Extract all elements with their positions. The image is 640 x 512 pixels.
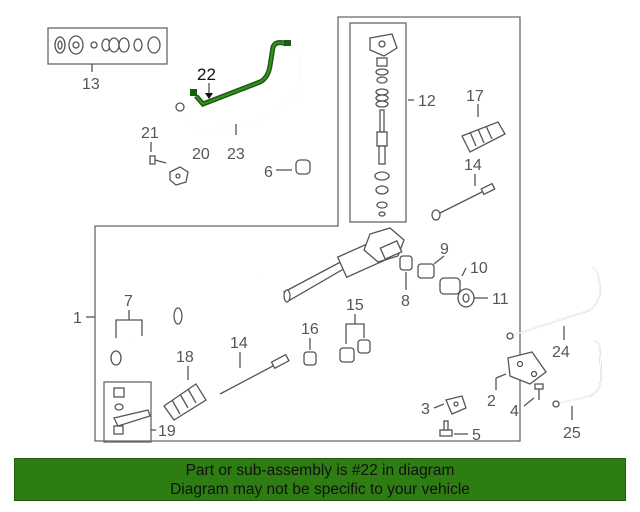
callout-label-14-upper: 14 <box>464 157 482 174</box>
tie-rod-end-19 <box>113 387 151 435</box>
bolt-4 <box>534 383 544 400</box>
main-assembly-frame <box>94 16 521 442</box>
dust-cap-6 <box>295 159 311 175</box>
callout-label-4: 4 <box>510 403 519 420</box>
ring-11 <box>457 288 475 308</box>
callout-label-21: 21 <box>141 125 159 142</box>
bushing-9 <box>417 263 435 279</box>
rack-7 <box>110 271 260 366</box>
callout-label-6: 6 <box>264 164 273 181</box>
callout-label-14-lower: 14 <box>230 335 248 352</box>
inset-frame-19 <box>103 381 152 443</box>
valve-assembly-12 <box>369 33 398 217</box>
callout-label-11: 11 <box>492 291 509 308</box>
hose-25 <box>552 340 602 408</box>
callout-label-17: 17 <box>466 88 484 105</box>
callout-label-24: 24 <box>552 344 570 361</box>
boot-17 <box>461 121 506 153</box>
callout-label-8: 8 <box>401 293 410 310</box>
bushing-8 <box>399 255 413 271</box>
notice-line-part: Part or sub-assembly is #22 in diagram <box>185 462 455 479</box>
callout-label-9: 9 <box>440 241 449 258</box>
pressure-pipe-23 <box>175 47 301 133</box>
bushing-10 <box>439 277 461 295</box>
clamp-3 <box>445 395 467 415</box>
bolt-5 <box>439 420 453 437</box>
callout-label-7: 7 <box>124 293 133 310</box>
callout-label-1: 1 <box>73 310 82 327</box>
tie-rod-14-upper <box>431 182 496 221</box>
inset-frame-12 <box>349 22 407 223</box>
callout-label-19: 19 <box>158 423 176 440</box>
bracket-2 <box>507 351 547 385</box>
callout-label-22-highlighted: 22 <box>197 65 216 84</box>
boot-18 <box>163 383 207 421</box>
callout-label-23: 23 <box>227 146 245 163</box>
callout-label-20: 20 <box>192 146 210 163</box>
callout-label-18: 18 <box>176 349 194 366</box>
callout-label-10: 10 <box>470 260 488 277</box>
callout-label-12: 12 <box>418 93 436 110</box>
parts-diagram: 13 22 21 20 23 6 12 17 14 9 10 11 8 1 7 … <box>47 16 602 444</box>
tie-rod-14-lower <box>219 353 290 395</box>
bolt-21 <box>149 155 167 165</box>
callout-label-3: 3 <box>421 401 430 418</box>
bracket-20 <box>169 166 189 186</box>
callout-label-5: 5 <box>472 427 481 444</box>
hose-24 <box>506 267 601 340</box>
nut-16 <box>303 351 317 366</box>
notice-banner: Part or sub-assembly is #22 in diagram D… <box>14 458 626 501</box>
inset-frame-13 <box>47 27 168 65</box>
return-pipe-22-highlighted <box>190 40 291 107</box>
callout-label-16: 16 <box>301 321 319 338</box>
notice-line-disclaimer: Diagram may not be specific to your vehi… <box>170 481 470 498</box>
seal-kit-13 <box>54 35 161 55</box>
bushings-15 <box>339 339 371 363</box>
callout-label-13: 13 <box>82 76 100 93</box>
callout-label-2: 2 <box>487 393 496 410</box>
callout-label-15: 15 <box>346 297 364 314</box>
callout-label-25: 25 <box>563 425 581 442</box>
rack-housing-1 <box>283 227 405 303</box>
